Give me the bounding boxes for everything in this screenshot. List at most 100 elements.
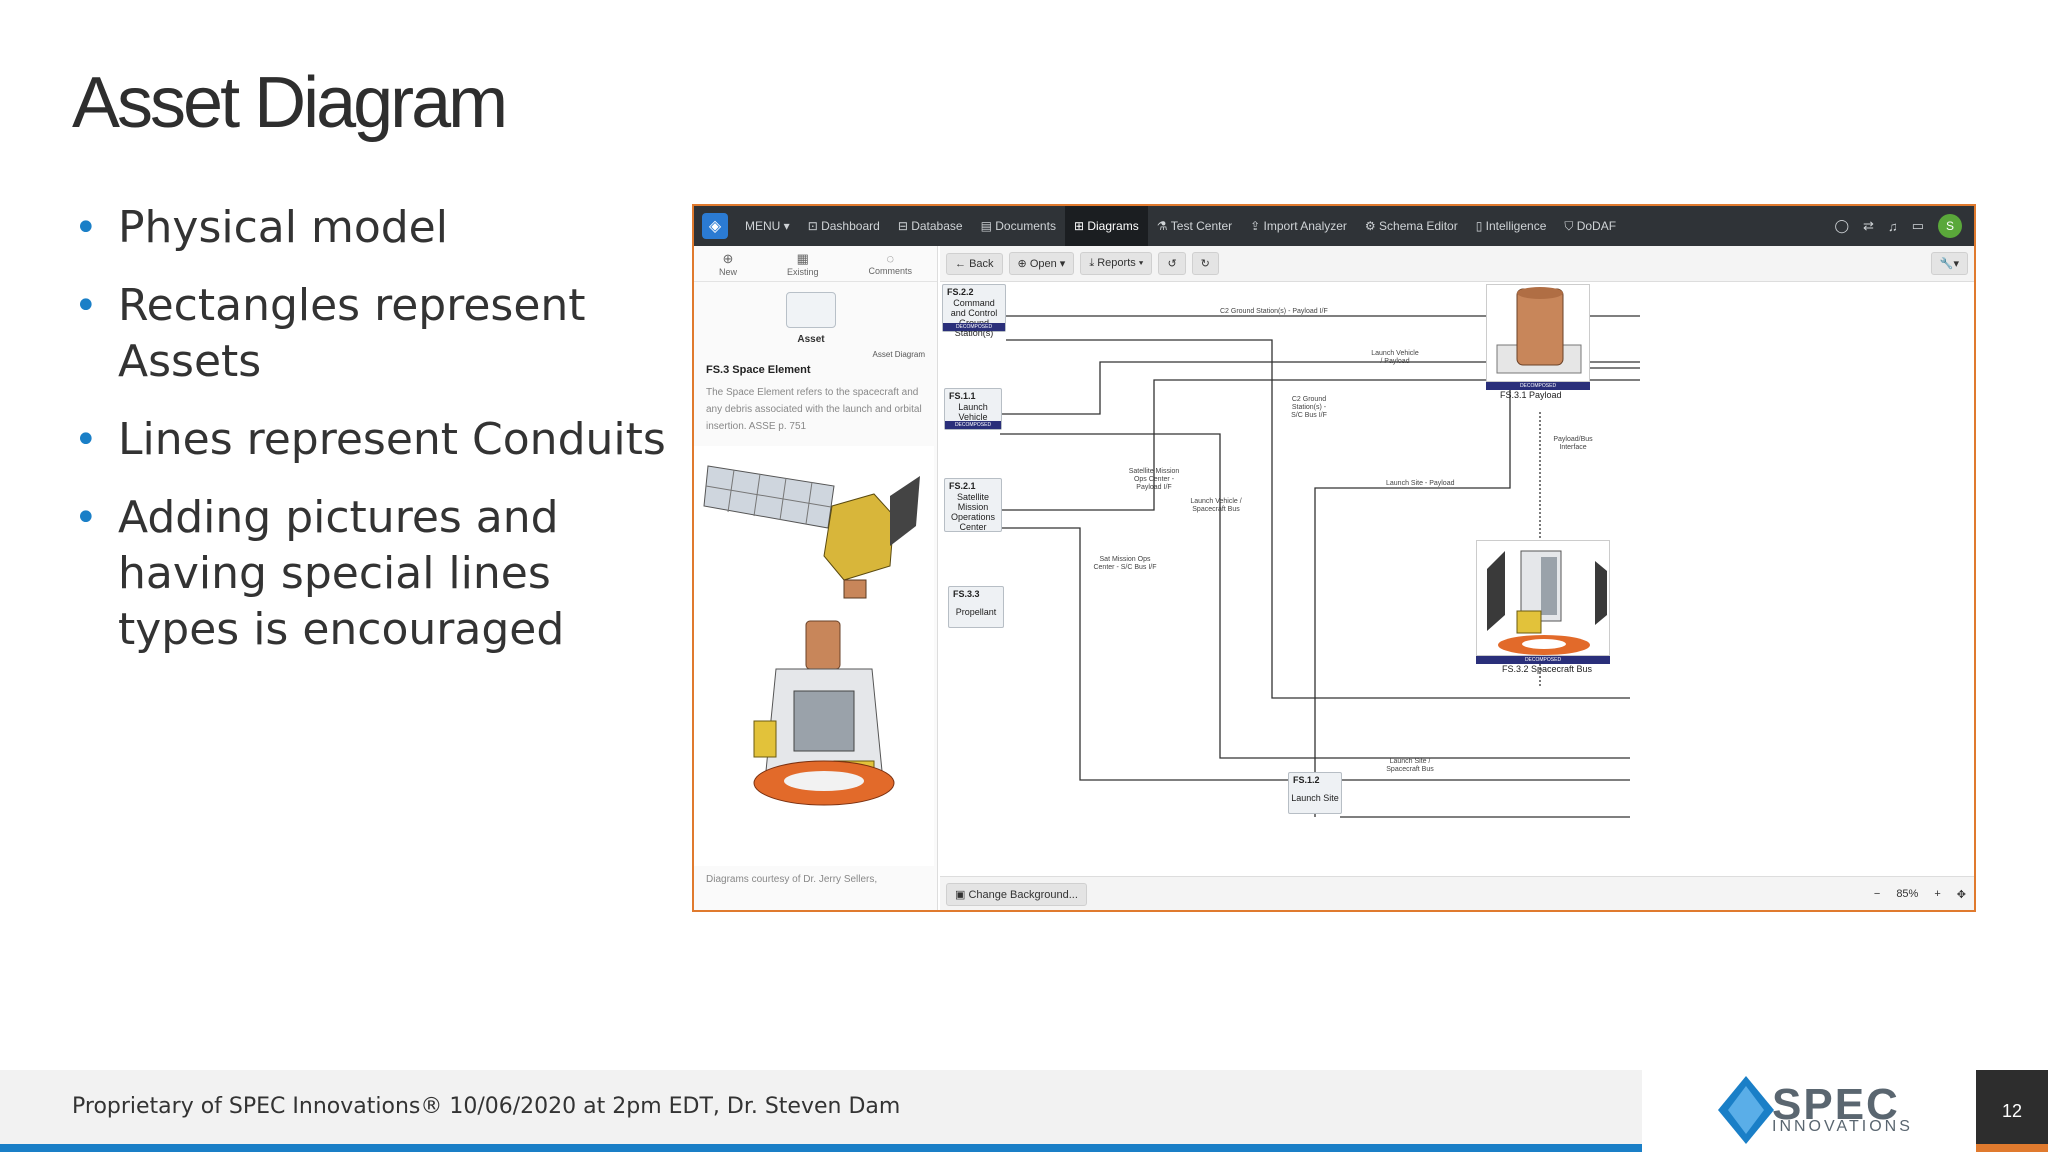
diagram-bottom-bar: ▣ Change Background... − 85% + ✥ [940,876,1974,910]
asset-palette-shape[interactable] [786,292,836,328]
element-description-body: The Space Element refers to the spacecra… [706,387,922,432]
document-icon: ▤ [980,219,996,233]
zoom-out-button[interactable]: − [1873,888,1881,900]
spacecraft-illustration [703,465,920,806]
node-fs-1-1[interactable]: FS.1.1 Launch Vehicle DECOMPOSED [944,388,1002,430]
bullet-dot-icon: • [74,283,98,329]
payload-illustration [1496,287,1582,374]
page-orange-strip [1976,1144,2048,1152]
back-button[interactable]: ← Back [946,252,1003,275]
nav-test-center[interactable]: ⚗ Test Center [1156,219,1233,233]
conduit-label: Launch Site / Spacecraft Bus [1386,758,1434,773]
database-icon: ⊟ [897,219,912,233]
logo-wordmark: SPEC [1772,1080,1900,1129]
bell-icon[interactable]: ♫ [1887,218,1898,234]
app-logo-icon[interactable]: ◈ [702,213,728,239]
conduit-label: Satellite Mission Ops Center - Payload I… [1128,468,1180,491]
nav-dodaf[interactable]: ⛉ DoDAF [1564,218,1617,234]
conduit-label: Payload/Bus Interface [1553,436,1593,451]
element-image-area [694,446,934,866]
spec-logo-icon [1718,1076,1774,1144]
app-screenshot: ◈ MENU ▾ ⊡ Dashboard ⊟ Database ▤ Docume… [692,204,1976,912]
download-icon: ⤓ [1089,257,1098,269]
element-description-title: FS.3 Space Element [706,364,811,376]
node-fs-1-2[interactable]: FS.1.2 Launch Site [1288,772,1342,814]
bullet-item: •Physical model [72,200,672,256]
conduit-label: Sat Mission Ops Center - S/C Bus I/F [1093,556,1157,571]
left-panel-tabs: ⊕New ▦Existing ◌Comments [694,246,937,282]
zoom-in-button[interactable]: + [1934,888,1941,900]
tab-comments[interactable]: ◌Comments [868,251,912,276]
diagram-canvas[interactable]: FS.2.2 Command and Control Ground Statio… [940,284,1974,874]
conduit-label: Launch Vehicle / Payload [1371,350,1419,365]
payload-label: FS.3.1 Payload [1500,390,1562,400]
bullet-item: •Lines represent Conduits [72,412,672,468]
asset-diagram-label: Asset Diagram [872,350,925,359]
nav-documents[interactable]: ▤ Documents [980,219,1056,233]
nav-menu[interactable]: MENU ▾ [745,219,790,233]
bullet-item: •Adding pictures and having special line… [74,492,565,655]
avatar[interactable]: S [1938,214,1962,238]
plus-circle-icon: ⊕ [1017,258,1030,270]
import-icon: ⇪ [1250,219,1264,233]
diagram-icon: ⊞ [1073,219,1088,233]
conduit-label: C2 Ground Station(s) - Payload I/F [1220,308,1328,315]
payload-decomposed-badge: DECOMPOSED [1486,382,1590,390]
node-fs-2-2[interactable]: FS.2.2 Command and Control Ground Statio… [942,284,1006,338]
conduit-lv-bus [1000,433,1630,759]
asset-palette-label: Asset [797,334,825,345]
footer-text: Proprietary of SPEC Innovations® 10/06/2… [72,1094,901,1119]
bullet-dot-icon: • [74,417,98,463]
diagram-toolbar: ← Back ⊕ Open ▾ ⤓ Reports ▾ ↺ ↻ 🔧▾ [940,246,1974,282]
chat-icon[interactable]: ◯ [1834,218,1850,233]
change-background-button[interactable]: ▣ Change Background... [946,883,1087,906]
nav-database[interactable]: ⊟ Database [897,219,963,233]
wrench-menu-button[interactable]: 🔧▾ [1930,252,1968,275]
conduit-smoc-payload [1000,379,1640,511]
nav-import-analyzer[interactable]: ⇪ Import Analyzer [1250,219,1347,233]
shield-icon: ⛉ [1564,218,1577,233]
share-icon[interactable]: ⇄ [1863,218,1874,233]
undo-button[interactable]: ↺ [1158,252,1186,275]
conduit-smoc-bus [1000,527,1630,781]
node-fs-3-3[interactable]: FS.3.3 Propellant [948,586,1004,628]
logo-subtitle: INNOVATIONS [1772,1118,1913,1135]
top-bar-right: ◯ ⇄ ♫ ▭ S [1834,214,1974,238]
open-button[interactable]: ⊕ Open ▾ [1008,252,1075,275]
node-fs-2-1[interactable]: FS.2.1 Satellite Mission Operations Cent… [944,478,1002,532]
conduit-label: Launch Vehicle / Spacecraft Bus [1190,498,1242,513]
image-node-spacecraft-bus[interactable] [1476,540,1610,656]
conduit-lv-payload [1000,361,1640,415]
nav-schema-editor[interactable]: ⚙ Schema Editor [1364,219,1458,233]
bullet-item: •Rectangles represent Assets [74,280,586,387]
nav-intelligence[interactable]: ▯ Intelligence [1475,219,1547,233]
left-panel-footer: Diagrams courtesy of Dr. Jerry Sellers, [706,874,878,885]
tab-existing[interactable]: ▦Existing [786,250,819,277]
slide-footer [0,1070,1642,1144]
image-icon: ▣ [955,889,969,901]
comment-icon: ◌ [886,251,895,266]
plus-circle-icon: ⊕ [722,250,734,266]
zoom-level: 85% [1896,888,1919,900]
fit-view-button[interactable]: ✥ [1956,889,1966,901]
intelligence-icon: ▯ [1475,219,1486,233]
page-number: 12 [1976,1070,2048,1152]
arrow-left-icon: ← [955,257,970,270]
folder-icon[interactable]: ▭ [1911,218,1924,233]
slide-title: Asset Diagram [72,63,508,143]
redo-button[interactable]: ↻ [1191,252,1219,275]
element-description: FS.3 Space Element The Space Element ref… [706,364,926,440]
left-panel: ⊕New ▦Existing ◌Comments Asset Asset Dia… [694,246,938,910]
image-node-payload[interactable] [1486,284,1590,382]
bullet-dot-icon: • [74,205,98,251]
nav-dashboard[interactable]: ⊡ Dashboard [807,219,880,233]
app-top-bar: ◈ MENU ▾ ⊡ Dashboard ⊟ Database ▤ Docume… [694,206,1974,246]
schema-icon: ⚙ [1364,219,1380,233]
nav-diagrams[interactable]: ⊞ Diagrams [1064,206,1148,246]
tab-new[interactable]: ⊕New [718,250,737,277]
zoom-controls: − 85% + ✥ [1874,888,1966,901]
reports-button[interactable]: ⤓ Reports ▾ [1080,252,1153,275]
dashboard-icon: ⊡ [807,219,822,233]
footer-blue-strip [0,1144,1642,1152]
logo-area [1642,1070,1976,1152]
